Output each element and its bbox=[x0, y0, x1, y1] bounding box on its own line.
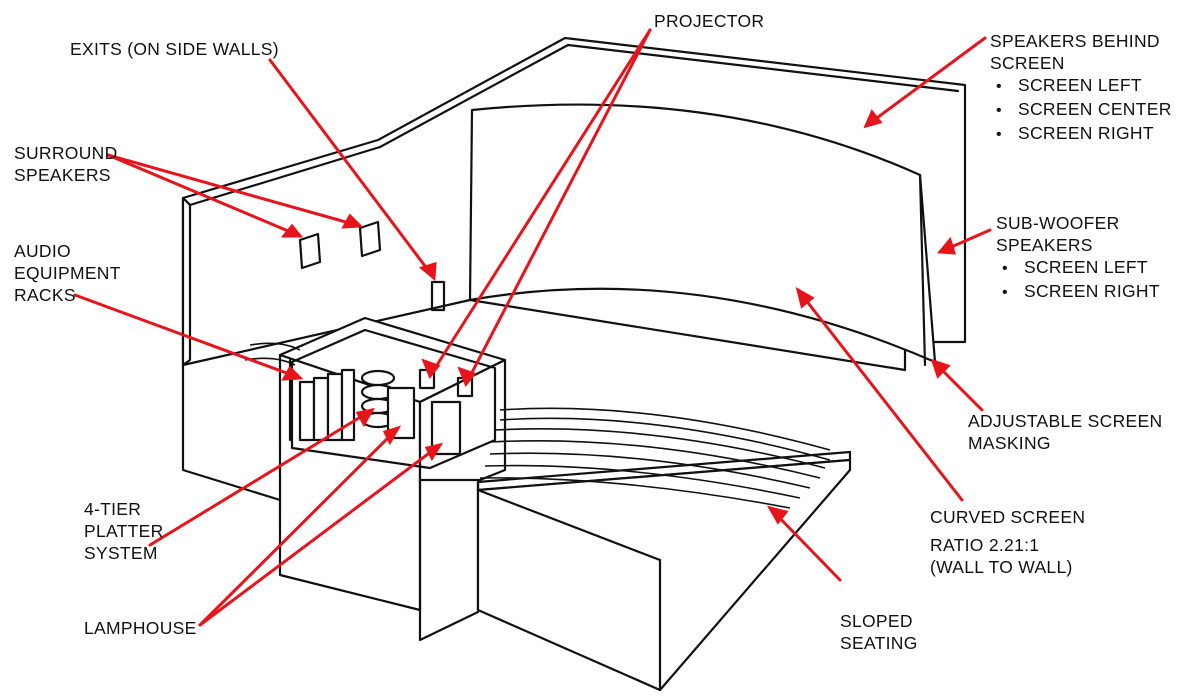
label-platter-system: 4-TIER PLATTER SYSTEM bbox=[84, 498, 164, 564]
audio-line2: EQUIPMENT bbox=[14, 263, 121, 283]
lamphouse-text: LAMPHOUSE bbox=[84, 618, 197, 638]
arrowhead bbox=[418, 261, 437, 282]
arrowhead bbox=[936, 236, 957, 255]
callout-audio bbox=[73, 293, 302, 380]
curved-screen-line1: CURVED SCREEN bbox=[930, 507, 1086, 527]
arrowhead bbox=[421, 358, 441, 379]
surround-line2: SPEAKERS bbox=[14, 165, 111, 185]
subwoofer-item: SCREEN LEFT bbox=[996, 256, 1160, 280]
subwoofer-line1: SUB-WOOFER bbox=[996, 213, 1120, 233]
projector-text: PROJECTOR bbox=[654, 11, 765, 31]
platter-line2: PLATTER bbox=[84, 521, 164, 541]
arrowhead bbox=[424, 442, 444, 462]
label-sloped-seating: SLOPED SEATING bbox=[840, 610, 918, 654]
callout-surround-a bbox=[106, 153, 302, 238]
callout-seating bbox=[768, 506, 842, 582]
seating-block-front bbox=[476, 458, 852, 692]
seating-line1: SLOPED bbox=[840, 611, 913, 631]
booth-interior bbox=[290, 328, 497, 470]
callout-speakers-behind bbox=[864, 36, 987, 128]
speakers-behind-item: SCREEN RIGHT bbox=[990, 122, 1172, 146]
label-audio-racks: AUDIO EQUIPMENT RACKS bbox=[14, 240, 121, 306]
arrowhead bbox=[766, 505, 789, 525]
label-subwoofer-speakers: SUB-WOOFER SPEAKERS SCREEN LEFT SCREEN R… bbox=[996, 212, 1160, 304]
arrowhead bbox=[457, 366, 477, 387]
speakers-behind-line1: SPEAKERS BEHIND bbox=[990, 31, 1160, 51]
platter-line3: SYSTEM bbox=[84, 543, 158, 563]
arrowhead bbox=[355, 407, 375, 428]
label-surround-speakers: SURROUND SPEAKERS bbox=[14, 142, 118, 186]
callout-lamphouse-a bbox=[198, 426, 400, 627]
arrowhead bbox=[280, 223, 304, 238]
surround-speaker-2 bbox=[358, 220, 382, 258]
screen-right-edge bbox=[918, 173, 927, 367]
platter-system bbox=[360, 369, 396, 429]
callout-lamphouse-b bbox=[198, 443, 442, 627]
speakers-behind-line2: SCREEN bbox=[990, 53, 1065, 73]
callout-projector-a bbox=[428, 28, 652, 378]
surround-line1: SURROUND bbox=[14, 143, 118, 163]
seating-line2: SEATING bbox=[840, 633, 918, 653]
speakers-behind-item: SCREEN CENTER bbox=[990, 98, 1172, 122]
arrowhead bbox=[281, 365, 304, 381]
callout-curved-screen bbox=[796, 288, 964, 502]
arrowhead bbox=[382, 425, 402, 446]
label-curved-screen: CURVED SCREEN RATIO 2.21:1 (WALL TO WALL… bbox=[930, 506, 1085, 578]
label-speakers-behind-screen: SPEAKERS BEHIND SCREEN SCREEN LEFT SCREE… bbox=[990, 30, 1172, 146]
audio-racks bbox=[298, 368, 356, 442]
left-side-wall bbox=[181, 196, 192, 367]
label-projector: PROJECTOR bbox=[654, 10, 764, 32]
curved-screen-line2: RATIO 2.21:1 bbox=[930, 535, 1040, 555]
exit-door bbox=[430, 280, 446, 312]
arrowhead bbox=[795, 286, 815, 309]
callout-platter bbox=[148, 408, 374, 547]
exits-text: EXITS (ON SIDE WALLS) bbox=[70, 39, 279, 59]
back-wall-top-edge bbox=[188, 43, 960, 207]
platter-line1: 4-TIER bbox=[84, 499, 142, 519]
subwoofer-item: SCREEN RIGHT bbox=[996, 280, 1160, 304]
subwoofer-line2: SPEAKERS bbox=[996, 235, 1093, 255]
arrowhead bbox=[863, 109, 883, 129]
arrowhead bbox=[341, 213, 364, 229]
label-adjustable-masking: ADJUSTABLE SCREEN MASKING bbox=[968, 410, 1162, 454]
callout-exits bbox=[268, 58, 436, 280]
speakers-behind-item: SCREEN LEFT bbox=[990, 74, 1172, 98]
audio-line3: RACKS bbox=[14, 285, 76, 305]
curved-screen-line3: (WALL TO WALL) bbox=[930, 557, 1073, 577]
surround-speaker-1 bbox=[298, 232, 322, 270]
booth-base bbox=[418, 478, 480, 642]
arrowhead bbox=[930, 358, 951, 379]
masking-line2: MASKING bbox=[968, 433, 1051, 453]
callout-projector-b bbox=[464, 28, 652, 386]
callout-surround-b bbox=[106, 153, 362, 228]
label-lamphouse: LAMPHOUSE bbox=[84, 617, 197, 639]
masking-line1: ADJUSTABLE SCREEN bbox=[968, 411, 1163, 431]
audio-line1: AUDIO bbox=[14, 241, 71, 261]
label-exits: EXITS (ON SIDE WALLS) bbox=[70, 38, 279, 60]
left-wall-base bbox=[181, 363, 282, 502]
